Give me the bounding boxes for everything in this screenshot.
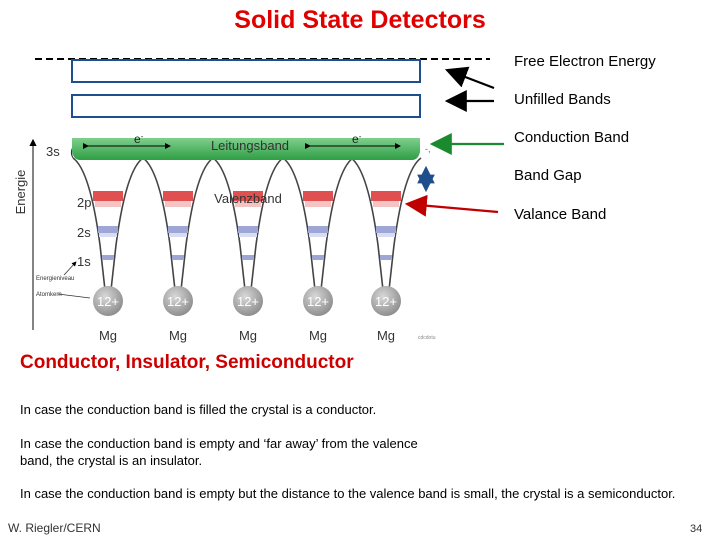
level-2s-shade: [377, 233, 395, 237]
footer-author: W. Riegler/CERN: [8, 521, 101, 535]
atom-nucleus: [233, 286, 263, 316]
well-right-branch: [110, 157, 144, 291]
legend-gap: Band Gap: [514, 167, 582, 184]
valence-segment: [303, 191, 333, 201]
level-2p: 2p: [77, 195, 91, 210]
level-2s-segment: [308, 226, 328, 233]
potential-wells: [72, 157, 422, 291]
atom-nucleus: [303, 286, 333, 316]
legend-unfilled: Unfilled Bands: [514, 91, 611, 108]
legend-valance: Valance Band: [514, 206, 607, 223]
atom-element: Mg: [239, 328, 257, 343]
level-2s-segment: [376, 226, 396, 233]
atom-nucleus: [93, 286, 123, 316]
level-2s-shade: [239, 233, 257, 237]
level-2s-shade: [169, 233, 187, 237]
valence-shade: [305, 201, 331, 207]
valence-segment: [371, 191, 401, 201]
well-left-branch: [142, 157, 176, 291]
level-3s: 3s: [46, 144, 60, 159]
atom-element: Mg: [99, 328, 117, 343]
atomkern-label: Atomkern: [36, 292, 62, 298]
atom-nucleus: [163, 286, 193, 316]
well-left-branch: [72, 157, 106, 291]
level-1s: 1s: [77, 254, 91, 269]
atom-element: Mg: [309, 328, 327, 343]
legend-conduction: Conduction Band: [514, 129, 630, 146]
level-2s-shade: [309, 233, 327, 237]
section-subtitle: Conductor, Insulator, Semiconductor: [20, 352, 354, 373]
level-2s: 2s: [77, 225, 91, 240]
well-left-branch: [212, 157, 246, 291]
arrow-free-electron: [444, 66, 495, 90]
electron-label-right: e-: [352, 132, 362, 146]
level-2s-segment: [98, 226, 118, 233]
well-left-branch: [282, 157, 316, 291]
valence-shade: [235, 201, 261, 207]
well-left-branch: [350, 157, 384, 291]
page-number: 34: [690, 523, 703, 535]
unfilled-band-lower: [71, 94, 421, 118]
level-2s-segment: [168, 226, 188, 233]
valence-segment: [233, 191, 263, 201]
leitungsband-label: Leitungsband: [211, 138, 289, 153]
figure-credit: cdcdotu: [418, 335, 436, 341]
electron-label-left: e-: [134, 132, 144, 146]
atom-charge: 12+: [375, 294, 397, 309]
atom-charge: 12+: [167, 294, 189, 309]
valence-shade: [373, 201, 399, 207]
valenzband-label: Valenzband: [214, 191, 282, 206]
atom-element: Mg: [169, 328, 187, 343]
arrow-valance: [404, 194, 499, 217]
well-right-branch: [388, 157, 422, 291]
energieniveau-label: Energieniveau: [36, 276, 74, 282]
energy-axis-label: Energie: [13, 170, 28, 215]
well-right-branch: [180, 157, 214, 291]
valence-segment: [163, 191, 193, 201]
slide-title: Solid State Detectors: [234, 6, 486, 34]
level-1s-segment: [102, 255, 114, 260]
level-1s-segment: [172, 255, 184, 260]
valence-segment: [93, 191, 123, 201]
level-1s-segment: [312, 255, 324, 260]
valence-shade: [165, 201, 191, 207]
level-1s-segment: [380, 255, 392, 260]
level-2s-segment: [238, 226, 258, 233]
well-right-branch: [250, 157, 284, 291]
paragraph-conductor: In case the conduction band is filled th…: [20, 402, 377, 417]
unfilled-band-upper: [71, 59, 421, 83]
inner-levels: [93, 191, 401, 260]
level-1s-segment: [242, 255, 254, 260]
energieniveau-pointer: [63, 261, 77, 276]
valence-shade: [95, 201, 121, 207]
atom-charge: 12+: [307, 294, 329, 309]
paragraph-insulator: In case the conduction band is empty and…: [20, 436, 418, 468]
legend-free-electron: Free Electron Energy: [514, 53, 656, 70]
atomkern-pointer: [57, 293, 91, 299]
level-2s-shade: [99, 233, 117, 237]
paragraph-semiconductor: In case the conduction band is empty but…: [20, 486, 676, 501]
atom-charge: 12+: [237, 294, 259, 309]
atom-row: 12+ Mg 12+ Mg 12+ Mg 12+ Mg 12+ Mg: [93, 286, 401, 343]
atom-element: Mg: [377, 328, 395, 343]
well-right-branch: [320, 157, 354, 291]
atom-charge: 12+: [97, 294, 119, 309]
leitungsband-mark: -,: [425, 144, 431, 154]
atom-nucleus: [371, 286, 401, 316]
